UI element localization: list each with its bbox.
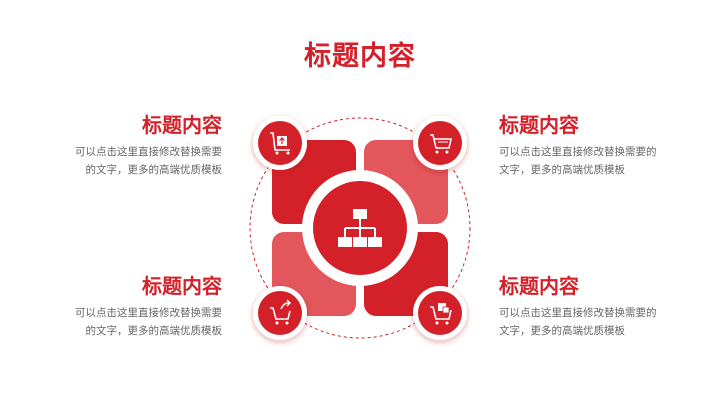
cart-arrow-icon	[270, 299, 291, 325]
slide-title: 标题内容	[304, 41, 416, 72]
block-heading: 标题内容	[499, 274, 579, 298]
text-block-top-right: 标题内容 可以点击这里直接修改替换需要的 文字，更多的高端优质模板	[499, 112, 679, 179]
block-text: 可以点击这里直接修改替换需要 的文字，更多的高端优质模板	[42, 304, 222, 340]
block-text: 可以点击这里直接修改替换需要的 文字，更多的高端优质模板	[499, 304, 679, 340]
block-text-line: 的文字，更多的高端优质模板	[85, 164, 223, 176]
hierarchy-icon	[338, 209, 382, 247]
block-text: 可以点击这里直接修改替换需要 的文字，更多的高端优质模板	[42, 143, 222, 179]
block-text-line: 可以点击这里直接修改替换需要	[75, 307, 222, 319]
block-text-line: 可以点击这里直接修改替换需要的	[499, 307, 657, 319]
text-block-bottom-left: 标题内容 可以点击这里直接修改替换需要 的文字，更多的高端优质模板	[42, 273, 222, 340]
block-text-line: 可以点击这里直接修改替换需要的	[499, 146, 657, 158]
badge-bottom-left	[253, 286, 307, 340]
badge-bottom-right	[413, 286, 467, 340]
badge-top-right	[413, 116, 467, 170]
block-heading: 标题内容	[142, 113, 222, 137]
block-text: 可以点击这里直接修改替换需要的 文字，更多的高端优质模板	[499, 143, 679, 179]
cart-gift-icon	[430, 303, 452, 325]
text-block-top-left: 标题内容 可以点击这里直接修改替换需要 的文字，更多的高端优质模板	[42, 112, 222, 179]
dashed-ring	[249, 117, 471, 339]
cart-box-icon	[270, 132, 290, 155]
block-text-line: 可以点击这里直接修改替换需要	[75, 146, 222, 158]
block-text-line: 文字，更多的高端优质模板	[499, 325, 625, 337]
text-block-bottom-right: 标题内容 可以点击这里直接修改替换需要的 文字，更多的高端优质模板	[499, 273, 679, 340]
block-text-line: 的文字，更多的高端优质模板	[85, 325, 223, 337]
badge-top-left	[253, 116, 307, 170]
block-heading: 标题内容	[142, 274, 222, 298]
block-text-line: 文字，更多的高端优质模板	[499, 164, 625, 176]
block-heading: 标题内容	[499, 113, 579, 137]
shopping-cart-icon	[430, 134, 452, 154]
